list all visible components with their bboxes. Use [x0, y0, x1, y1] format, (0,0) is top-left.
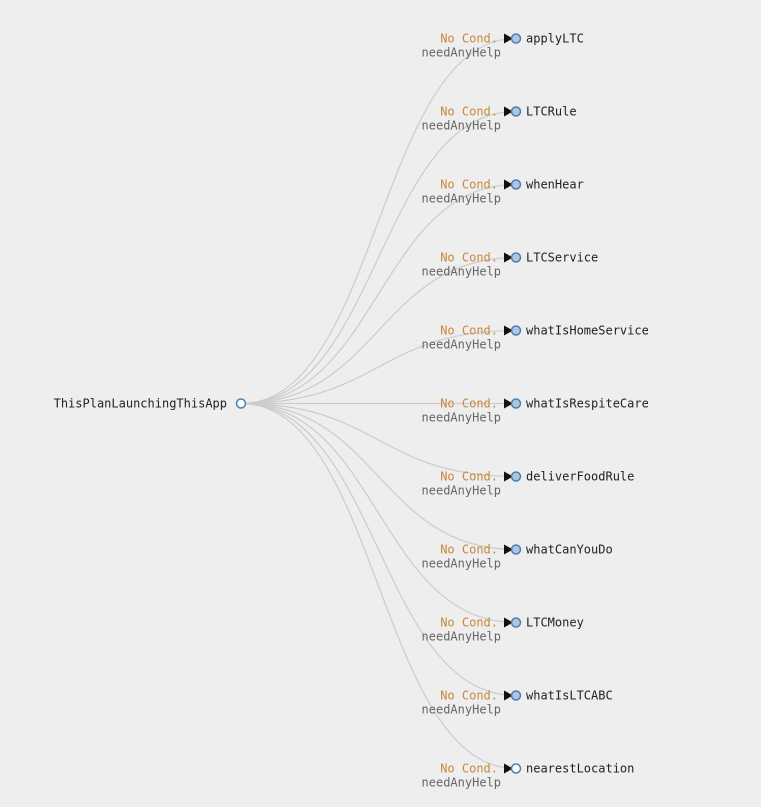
tree-links — [240, 37, 517, 770]
child-node[interactable]: No Cond.needAnyHelp deliverFoodRule — [422, 470, 635, 498]
tree-link — [240, 110, 517, 405]
tree-link — [240, 402, 517, 770]
node-label: whatIsLTCABC — [526, 689, 613, 703]
arrow-icon — [504, 33, 513, 44]
node-label: LTCMoney — [526, 616, 584, 630]
condition-label: No Cond. — [440, 397, 498, 411]
tree-link — [240, 402, 517, 624]
arrow-icon — [504, 252, 513, 263]
intent-label: needAnyHelp — [422, 192, 501, 206]
condition-label: No Cond. — [440, 178, 498, 192]
node-circle[interactable] — [510, 33, 522, 44]
intent-label: needAnyHelp — [422, 776, 501, 790]
arrow-icon — [504, 690, 513, 701]
arrow-icon — [504, 544, 513, 555]
node-label: LTCService — [526, 251, 598, 265]
child-node[interactable]: No Cond.needAnyHelp whenHear — [422, 178, 584, 206]
child-node[interactable]: No Cond.needAnyHelp nearestLocation — [422, 762, 635, 790]
condition-label: No Cond. — [440, 762, 498, 776]
child-node[interactable]: No Cond.needAnyHelp LTCMoney — [422, 616, 584, 644]
node-circle[interactable] — [510, 617, 522, 628]
node-label: whatIsRespiteCare — [526, 397, 649, 411]
tree-link — [240, 37, 517, 405]
arrow-icon — [504, 106, 513, 117]
node-circle[interactable] — [510, 398, 522, 409]
child-node[interactable]: No Cond.needAnyHelp whatIsRespiteCare — [422, 397, 649, 425]
intent-label: needAnyHelp — [422, 119, 501, 133]
arrow-icon — [504, 398, 513, 409]
node-circle[interactable] — [510, 471, 522, 482]
node-circle[interactable] — [510, 544, 522, 555]
arrow-icon — [504, 763, 513, 774]
node-circle[interactable] — [510, 106, 522, 117]
intent-label: needAnyHelp — [422, 46, 501, 60]
node-label: LTCRule — [526, 105, 577, 119]
node-circle[interactable] — [510, 763, 522, 774]
node-circle[interactable] — [510, 690, 522, 701]
intent-label: needAnyHelp — [422, 338, 501, 352]
node-label: nearestLocation — [526, 762, 634, 776]
condition-label: No Cond. — [440, 689, 498, 703]
root-node-label: ThisPlanLaunchingThisApp — [54, 397, 227, 411]
root-node-circle[interactable] — [235, 398, 247, 409]
node-label: applyLTC — [526, 32, 584, 46]
node-label: whenHear — [526, 178, 584, 192]
node-label: whatIsHomeService — [526, 324, 649, 338]
node-circle[interactable] — [510, 252, 522, 263]
condition-label: No Cond. — [440, 251, 498, 265]
intent-label: needAnyHelp — [422, 265, 501, 279]
intent-label: needAnyHelp — [422, 411, 501, 425]
tree-link — [240, 256, 517, 405]
arrow-icon — [504, 471, 513, 482]
intent-label: needAnyHelp — [422, 557, 501, 571]
intent-label: needAnyHelp — [422, 630, 501, 644]
tree-link — [240, 402, 517, 551]
tree-link — [240, 402, 517, 478]
node-label: deliverFoodRule — [526, 470, 634, 484]
condition-label: No Cond. — [440, 105, 498, 119]
child-node[interactable]: No Cond.needAnyHelp whatCanYouDo — [422, 543, 613, 571]
condition-label: No Cond. — [440, 616, 498, 630]
condition-label: No Cond. — [440, 543, 498, 557]
condition-label: No Cond. — [440, 470, 498, 484]
child-node[interactable]: No Cond.needAnyHelp whatIsLTCABC — [422, 689, 613, 717]
intent-label: needAnyHelp — [422, 484, 501, 498]
tree-link — [240, 329, 517, 405]
tree-link — [240, 183, 517, 405]
child-node[interactable]: No Cond.needAnyHelp applyLTC — [422, 32, 584, 60]
child-node[interactable]: No Cond.needAnyHelp whatIsHomeService — [422, 324, 649, 352]
node-circle[interactable] — [510, 179, 522, 190]
node-circle[interactable] — [510, 325, 522, 336]
child-node[interactable]: No Cond.needAnyHelp LTCService — [422, 251, 599, 279]
condition-label: No Cond. — [440, 32, 498, 46]
root-node[interactable]: ThisPlanLaunchingThisApp — [54, 397, 247, 411]
arrow-icon — [504, 617, 513, 628]
child-node[interactable]: No Cond.needAnyHelp LTCRule — [422, 105, 577, 133]
intent-label: needAnyHelp — [422, 703, 501, 717]
node-label: whatCanYouDo — [526, 543, 613, 557]
arrow-icon — [504, 179, 513, 190]
tree-link — [240, 402, 517, 697]
condition-label: No Cond. — [440, 324, 498, 338]
arrow-icon — [504, 325, 513, 336]
